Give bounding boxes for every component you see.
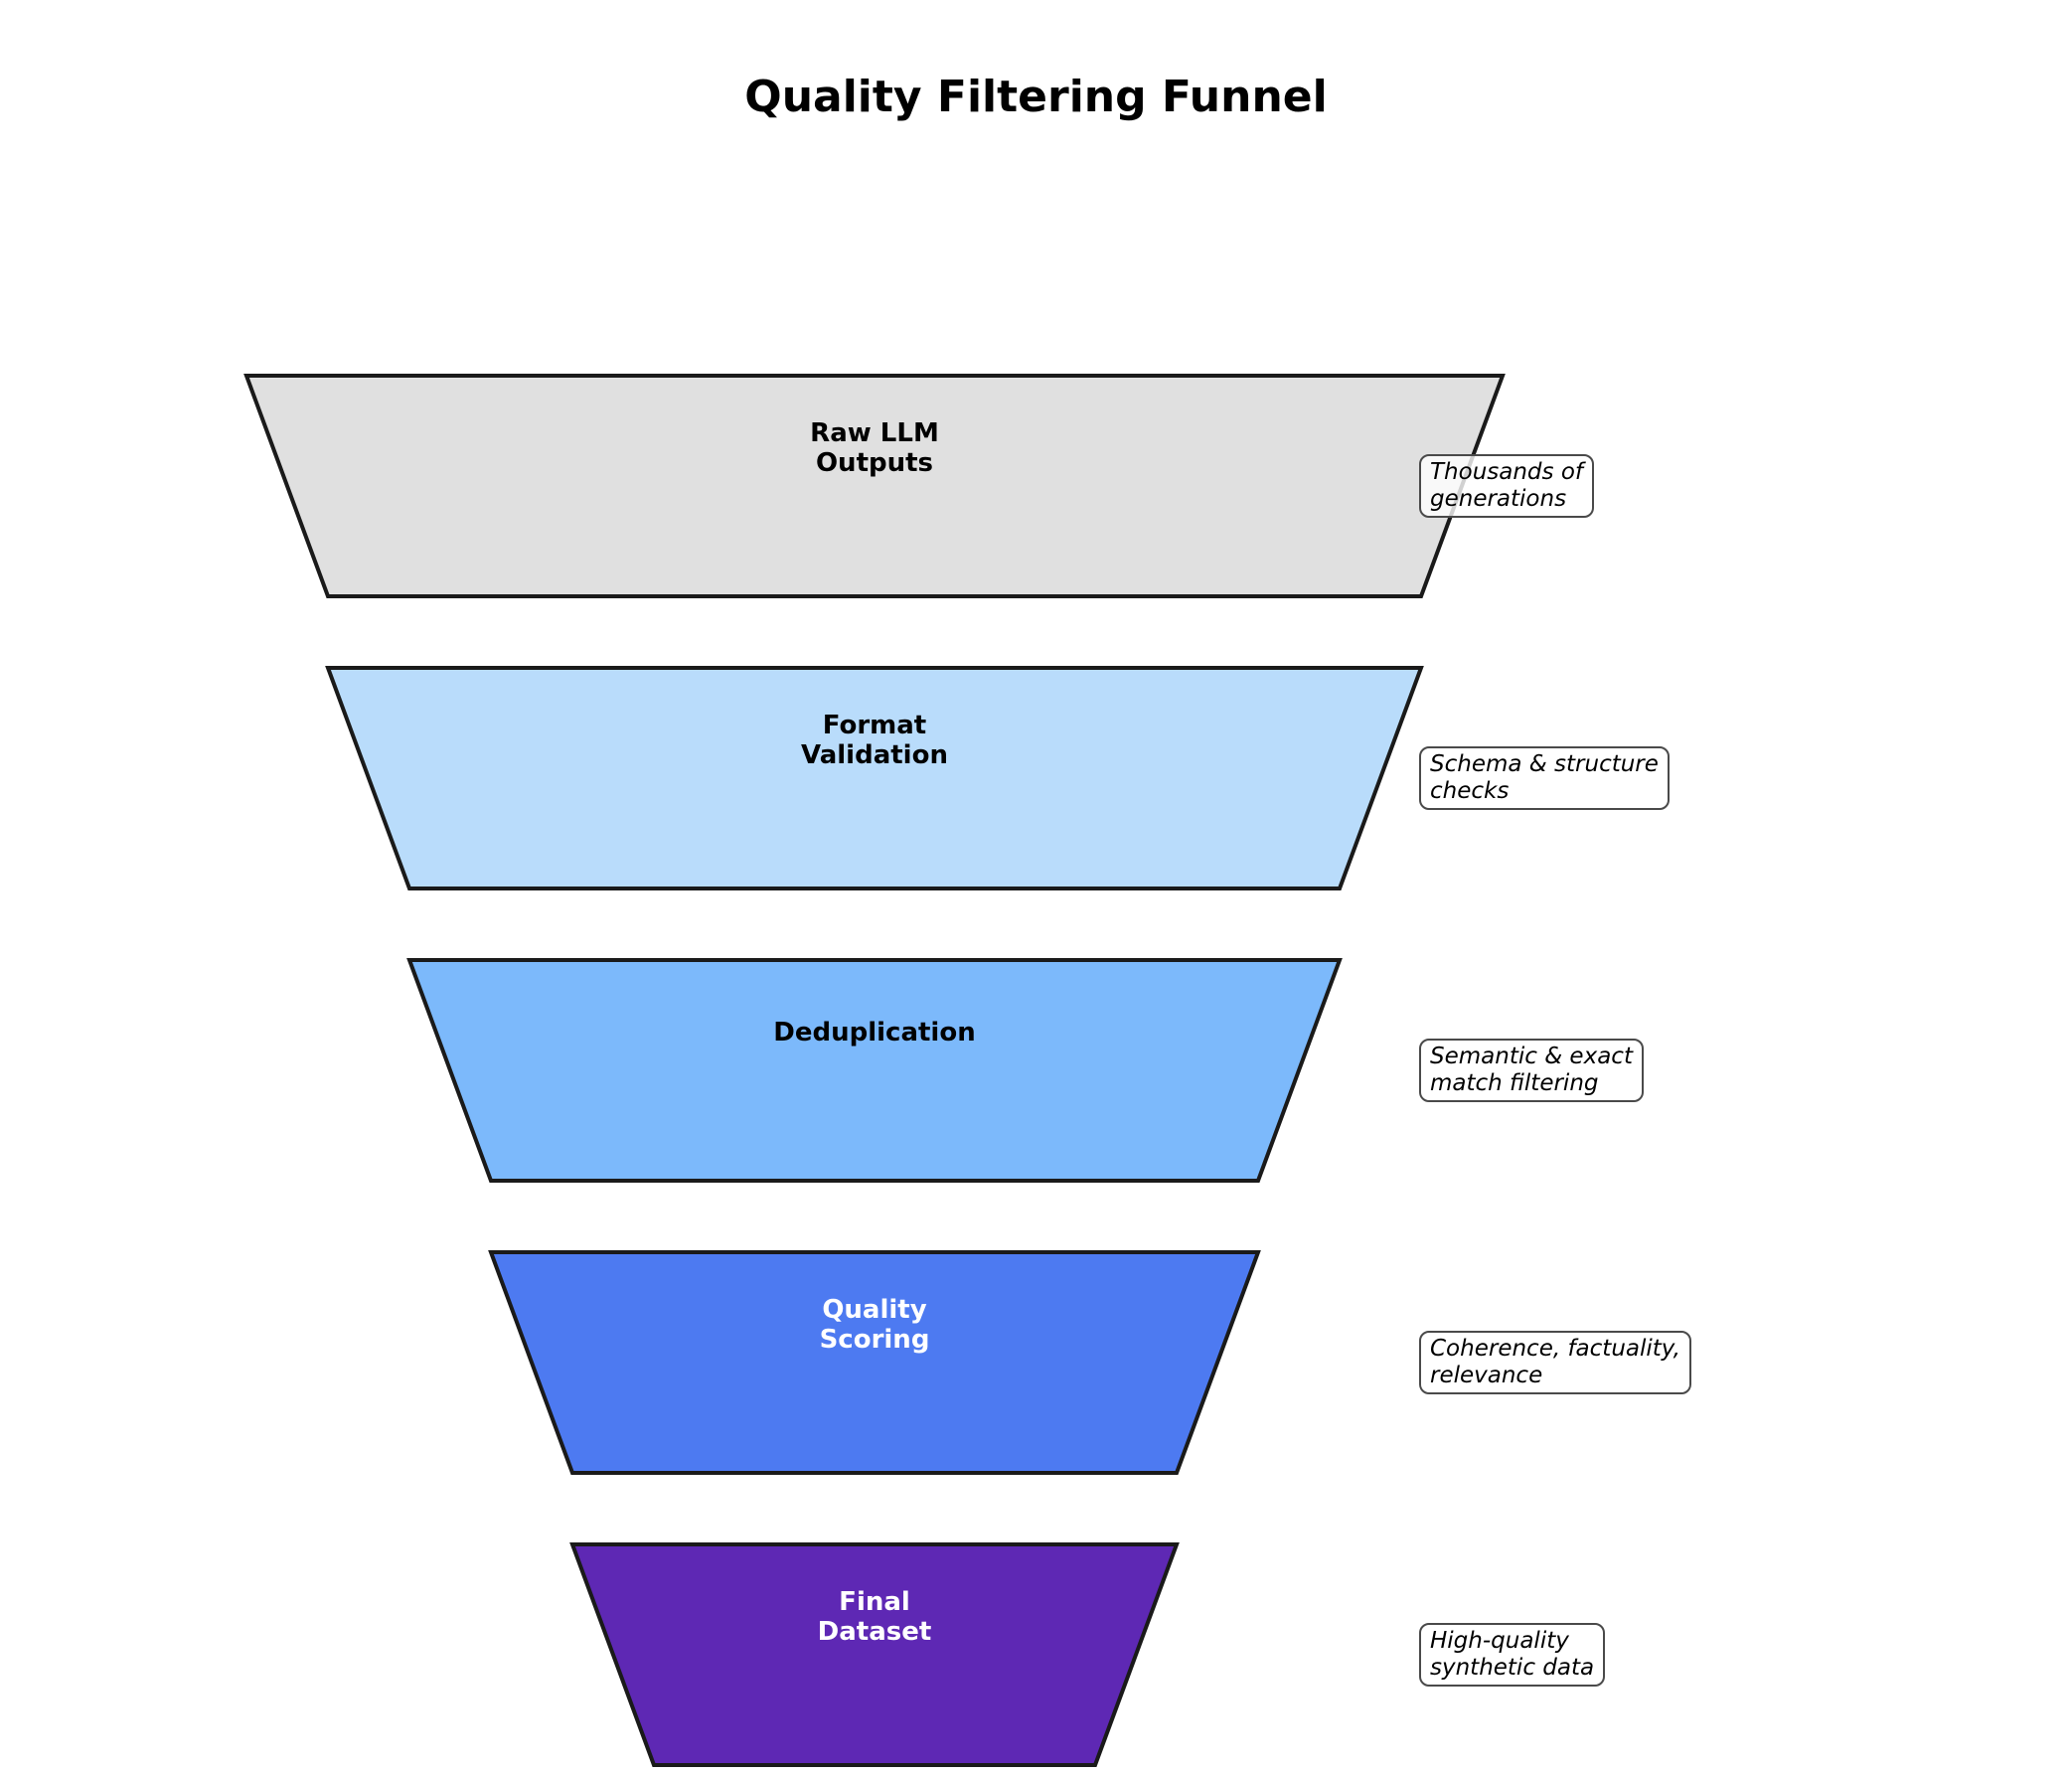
chart-title: Quality Filtering Funnel [744,72,1328,122]
funnel-stage-label-2: Deduplication [773,1018,976,1048]
funnel-stage-shape-0 [243,374,1506,598]
funnel-stage-note-1: Schema & structure checks [1419,746,1670,810]
funnel-stage-label-1: Format Validation [801,711,948,770]
funnel-stage-label-0: Raw LLM Outputs [810,418,939,478]
funnel-stage-note-3: Coherence, factuality, relevance [1419,1331,1691,1394]
funnel-stage-shape-1 [325,666,1424,890]
funnel-stage-label-3: Quality Scoring [819,1295,930,1355]
funnel-stage-note-2: Semantic & exact match filtering [1419,1039,1644,1102]
funnel-stage-shape-3 [488,1250,1261,1475]
funnel-stage-note-0: Thousands of generations [1419,454,1594,518]
funnel-stage-note-4: High-quality synthetic data [1419,1623,1606,1687]
funnel-stage-label-4: Final Dataset [817,1587,932,1647]
funnel-stage-shape-4 [569,1542,1180,1767]
funnel-stage-shape-2 [406,958,1343,1183]
